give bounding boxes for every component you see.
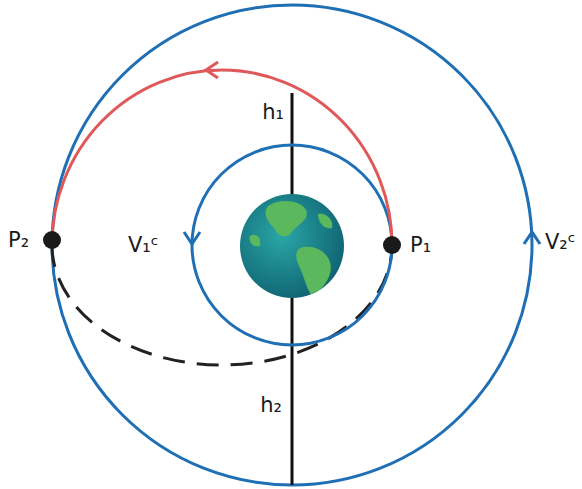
earth (240, 194, 344, 298)
velocity-label: V₂ᶜ (545, 232, 576, 253)
transfer-arrow (206, 62, 218, 78)
velocity-label: V₁ᶜ (128, 235, 159, 256)
point-dot (383, 236, 401, 254)
transfer-arc (52, 70, 392, 245)
point-label: P₂ (8, 230, 29, 251)
altitude-label: h₂ (260, 395, 282, 416)
inner-orbit-arrow (184, 232, 200, 244)
altitude-label: h₁ (262, 102, 284, 123)
inner-orbit (192, 145, 392, 345)
point-dot (43, 231, 61, 249)
point-label: P₁ (410, 235, 431, 256)
outer-orbit-arrow (524, 232, 540, 244)
outer-orbit (52, 5, 532, 485)
